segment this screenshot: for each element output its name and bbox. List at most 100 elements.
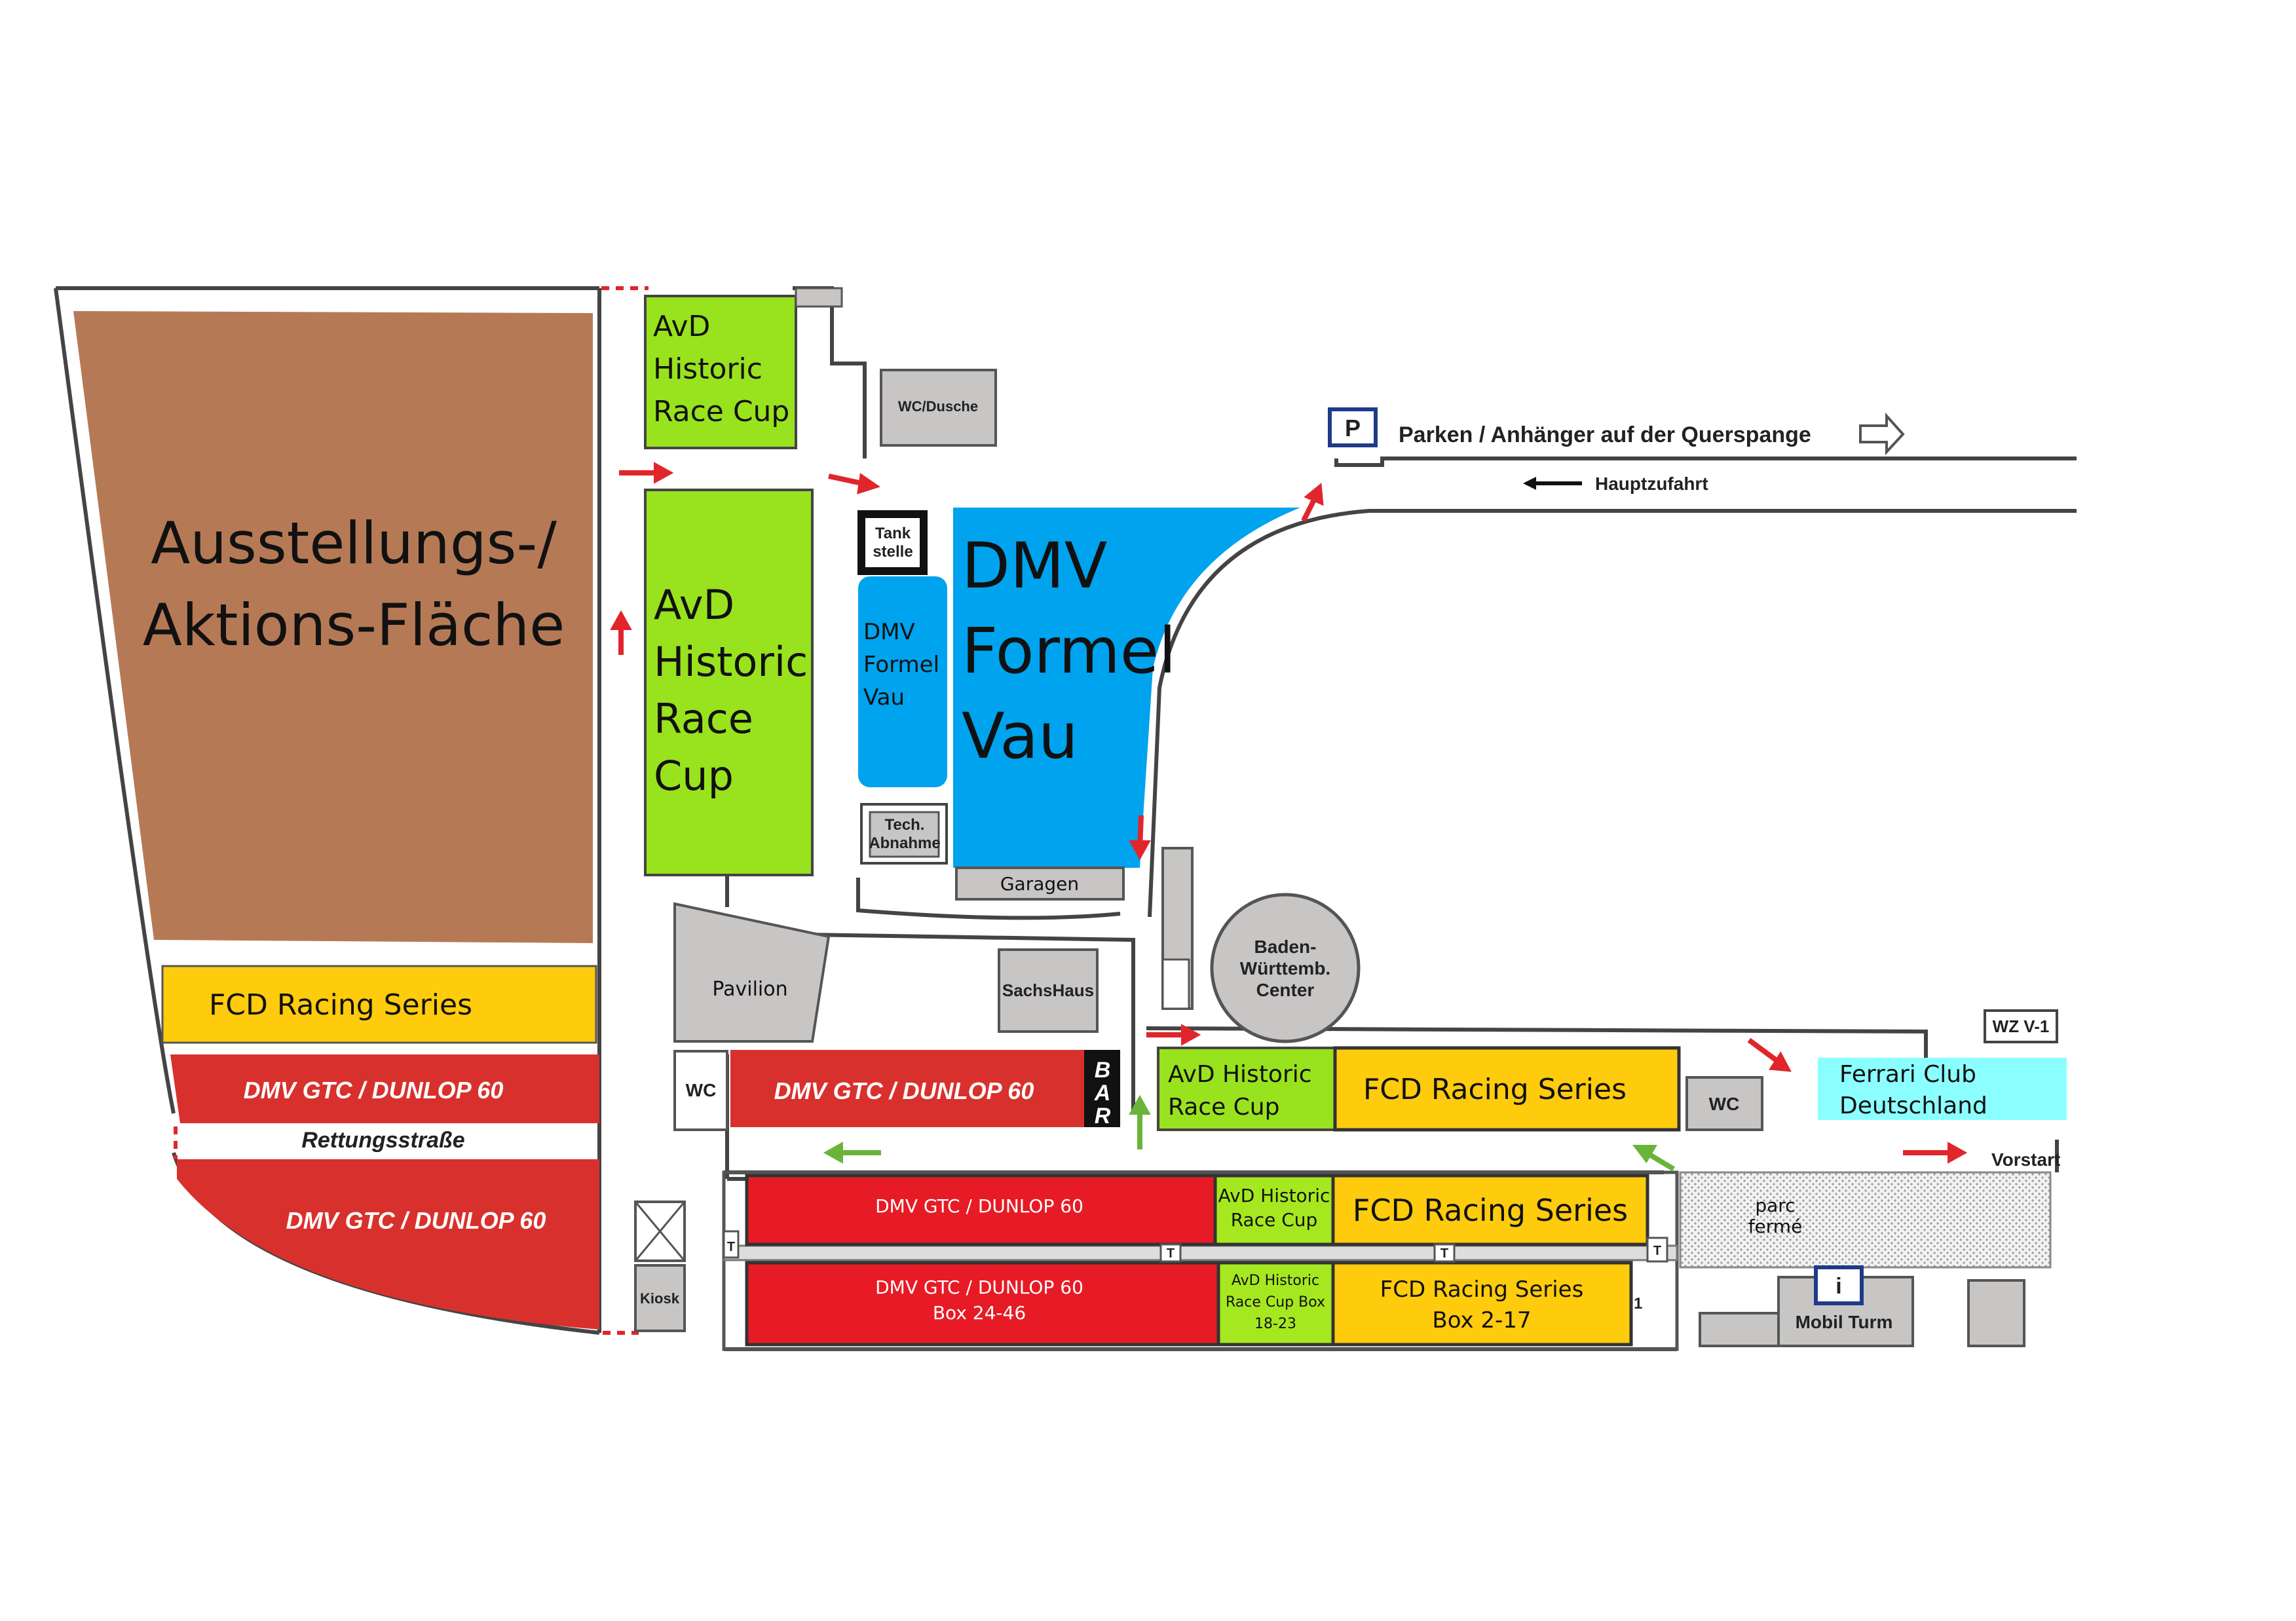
dmv-gtc-left-2-label: DMV GTC / DUNLOP 60 [286, 1207, 546, 1234]
bw-center-building[interactable] [1210, 893, 1361, 1043]
pavilion-label: Pavilion [712, 978, 787, 1001]
boxes-divider [723, 1244, 1678, 1261]
box-row1-dmv[interactable] [745, 1174, 1217, 1246]
wzv1-label: WZ V-1 [1993, 1016, 2050, 1036]
dmv-fv-small-label-3: Vau [863, 684, 905, 711]
box-row2-fcd[interactable] [1331, 1261, 1633, 1347]
sachshaus-building[interactable] [998, 948, 1099, 1033]
dmv-gtc-area-left-2[interactable] [177, 1159, 599, 1330]
one-marker: 1 [1634, 1295, 1642, 1313]
pillar-structure-small [1161, 958, 1190, 1010]
box-row1-dmv-label: DMV GTC / DUNLOP 60 [875, 1195, 1083, 1217]
tech-label-1: Tech. [885, 816, 925, 834]
bar-building[interactable] [1084, 1050, 1120, 1127]
bw-center-label-2: Württemb. [1240, 958, 1330, 978]
exhibition-label-2: Aktions-Fläche [143, 591, 565, 659]
dmv-gtc-area-mid[interactable] [730, 1050, 1084, 1127]
hauptzufahrt-label: Hauptzufahrt [1595, 474, 1708, 494]
box-row2-avd[interactable] [1216, 1261, 1335, 1347]
avd-top-label-1: AvD [653, 310, 710, 343]
box-row1-avd-label-2: Race Cup [1231, 1209, 1318, 1231]
tankstelle-label-1: Tank [875, 525, 911, 542]
dmv-formel-vau-small[interactable] [858, 576, 947, 787]
t-marker-4: T [1653, 1244, 1661, 1258]
dmv-gtc-left-1-label: DMV GTC / DUNLOP 60 [244, 1077, 504, 1104]
avd-top-label-2: Historic [653, 352, 762, 386]
t-marker-3: T [1440, 1246, 1448, 1261]
parking-arrow-icon [1859, 412, 1905, 456]
dmv-gtc-area-left-1[interactable] [170, 1054, 599, 1123]
box-row2-fcd-label-1: FCD Racing Series [1380, 1276, 1584, 1303]
exhibition-label-1: Ausstellungs-/ [151, 510, 557, 577]
dmv-fv-small-label-1: DMV [863, 619, 915, 645]
t-markers: T T T T 1 [723, 1230, 1668, 1313]
parking-text: Parken / Anhänger auf der Querspange [1399, 422, 1811, 447]
box-row1-avd-label-1: AvD Historic [1218, 1185, 1330, 1206]
exhibition-area[interactable] [73, 311, 593, 943]
t-marker-1: T [727, 1240, 735, 1254]
avd-big-label-3: Race [654, 695, 753, 743]
wc-left-building[interactable] [673, 1050, 728, 1131]
wc-left-label: WC [686, 1080, 717, 1100]
avd-mid-label-2: Race Cup [1168, 1094, 1279, 1121]
box-row2-dmv-label-1: DMV GTC / DUNLOP 60 [875, 1276, 1083, 1298]
wc-dusche-building[interactable] [880, 369, 997, 447]
fcd-area-mid[interactable] [1333, 1046, 1681, 1132]
ferrari-label-2: Deutschland [1839, 1092, 1987, 1119]
box-row2-dmv-label-2: Box 24-46 [933, 1302, 1026, 1324]
pavilion-building[interactable] [673, 902, 831, 1043]
box-row2-avd-label-3: 18-23 [1254, 1316, 1296, 1332]
box-row2-dmv[interactable] [745, 1261, 1220, 1347]
red-arrows [610, 462, 1968, 1164]
info-icon[interactable] [1814, 1265, 1864, 1305]
avd-top-label-3: Race Cup [653, 395, 789, 428]
garagen-label: Garagen [1000, 873, 1079, 895]
box-row2-avd-label-1: AvD Historic [1232, 1273, 1319, 1289]
dmv-gtc-mid-label: DMV GTC / DUNLOP 60 [774, 1077, 1034, 1104]
wc-right-building[interactable] [1685, 1076, 1763, 1131]
wc-dusche-label: WC/Dusche [898, 398, 978, 415]
fcd-left-label: FCD Racing Series [209, 988, 472, 1022]
tankstelle-building[interactable] [857, 510, 928, 575]
rettungsstrasse-label: Rettungsstraße [301, 1128, 464, 1153]
box-row2-avd-label-2: Race Cup Box [1226, 1294, 1325, 1311]
avd-area-top[interactable] [644, 295, 797, 449]
tech-label-2: Abnahme [869, 834, 940, 852]
tech-abnahme-inner [869, 811, 940, 858]
info-icon-letter: i [1835, 1274, 1841, 1299]
wzv1-marker [1984, 1009, 2058, 1043]
fcd-area-left[interactable] [161, 965, 597, 1044]
dmv-fv-small-label-2: Formel [863, 652, 939, 678]
bw-center-label-3: Center [1256, 980, 1315, 1000]
small-building-right [1967, 1279, 2025, 1347]
kiosk-building[interactable] [634, 1264, 686, 1332]
garagen-building[interactable] [955, 866, 1125, 901]
vorstart-label: Vorstart [1991, 1149, 2060, 1170]
avd-big-label-2: Historic [654, 638, 808, 686]
avd-area-big[interactable] [644, 489, 814, 876]
dmv-formel-vau-big[interactable] [953, 508, 1300, 868]
mobil-turm-label: Mobil Turm [1796, 1312, 1893, 1332]
avd-big-label-4: Cup [654, 752, 734, 800]
hauptzufahrt-arrowhead-icon [1523, 477, 1536, 490]
fcd-mid-label: FCD Racing Series [1363, 1073, 1627, 1106]
dmv-fv-big-label-1: DMV [962, 529, 1107, 603]
bw-center-label-1: Baden- [1254, 937, 1317, 957]
parc-ferme-label-2: fermé [1748, 1216, 1803, 1237]
dmv-fv-big-label-2: Formel [962, 614, 1176, 688]
ferrari-club-area[interactable] [1818, 1058, 2067, 1120]
parc-ferme-area[interactable] [1679, 1171, 2052, 1269]
bar-letter-a: A [1094, 1081, 1111, 1106]
parking-icon[interactable] [1328, 407, 1378, 447]
box-row1-fcd[interactable] [1331, 1174, 1649, 1246]
kiosk-label: Kiosk [640, 1290, 680, 1307]
avd-area-mid[interactable] [1157, 1047, 1336, 1131]
green-arrows [823, 1094, 1676, 1172]
kiosk-cross-icon [634, 1201, 686, 1261]
box-row1-fcd-label: FCD Racing Series [1353, 1193, 1628, 1228]
dmv-fv-big-label-3: Vau [962, 699, 1078, 773]
wc-right-label: WC [1709, 1094, 1740, 1114]
box-row2-fcd-label-2: Box 2-17 [1432, 1307, 1531, 1333]
bar-letter-r: R [1095, 1104, 1111, 1128]
